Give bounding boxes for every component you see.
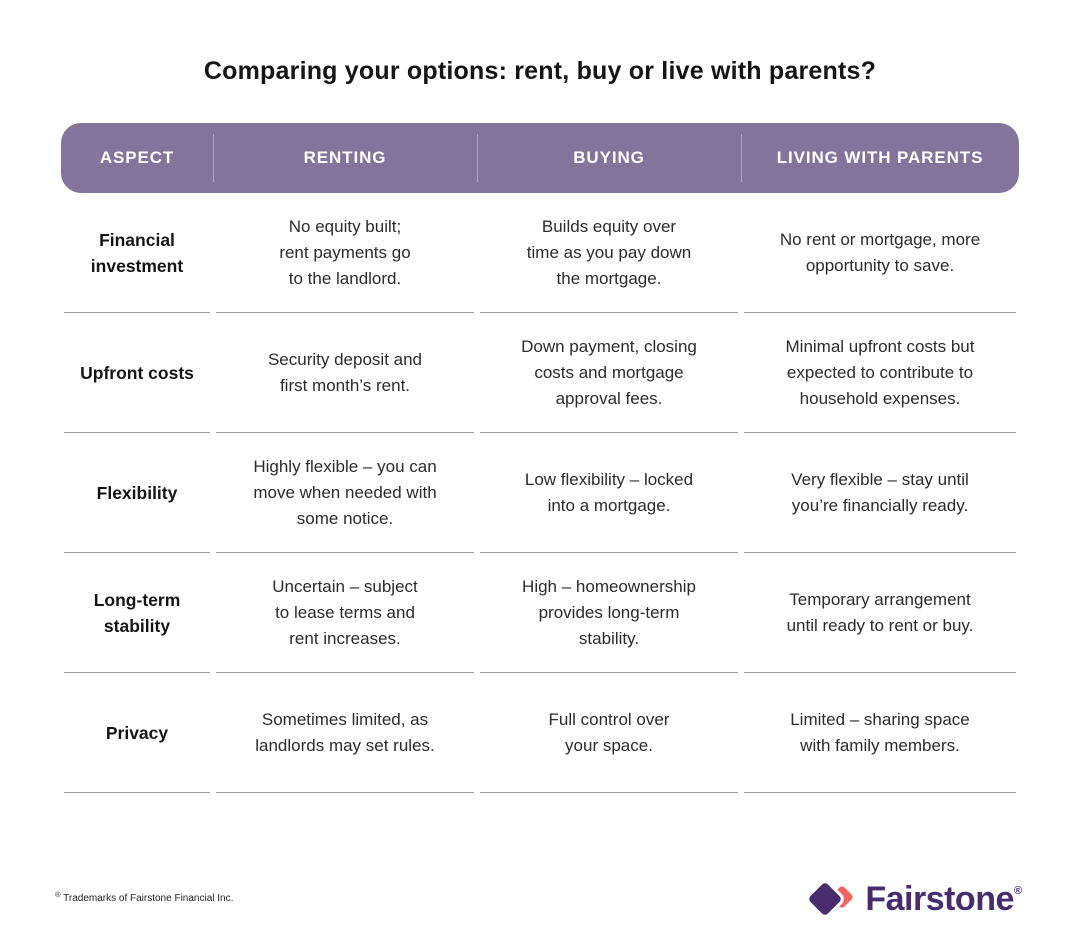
renting-cell: Security deposit and first month’s rent.	[213, 313, 477, 433]
column-header-renting: RENTING	[213, 123, 477, 193]
aspect-label: Flexibility	[61, 433, 213, 553]
table-row-financial-investment: Financial investment No equity built; re…	[61, 193, 1019, 313]
aspect-label: Long-term stability	[61, 553, 213, 673]
aspect-label: Financial investment	[61, 193, 213, 313]
column-header-living-with-parents: LIVING WITH PARENTS	[741, 123, 1019, 193]
table-row-long-term-stability: Long-term stability Uncertain – subject …	[61, 553, 1019, 673]
renting-cell: No equity built; rent payments go to the…	[213, 193, 477, 313]
table-row-flexibility: Flexibility Highly flexible – you can mo…	[61, 433, 1019, 553]
buying-cell: Low flexibility – locked into a mortgage…	[477, 433, 741, 553]
fairstone-logo: Fairstone®	[805, 876, 1022, 922]
parents-cell: No rent or mortgage, more opportunity to…	[741, 193, 1019, 313]
parents-cell: Very flexible – stay until you’re financ…	[741, 433, 1019, 553]
aspect-label: Privacy	[61, 673, 213, 793]
trademark-text: Trademarks of Fairstone Financial Inc.	[60, 893, 234, 904]
fairstone-wordmark: Fairstone®	[865, 882, 1022, 916]
column-header-buying: BUYING	[477, 123, 741, 193]
registered-symbol: ®	[55, 890, 61, 899]
buying-cell: High – homeownership provides long-term …	[477, 553, 741, 673]
parents-cell: Temporary arrangement until ready to ren…	[741, 553, 1019, 673]
parents-cell: Limited – sharing space with family memb…	[741, 673, 1019, 793]
parents-cell: Minimal upfront costs but expected to co…	[741, 313, 1019, 433]
brand-name-text: Fairstone	[865, 880, 1014, 918]
column-header-aspect: ASPECT	[99, 148, 175, 167]
table-header-row: ASPECT RENTING BUYING LIVING WITH PARENT…	[61, 123, 1019, 193]
renting-cell: Uncertain – subject to lease terms and r…	[213, 553, 477, 673]
trademark-notice: ® Trademarks of Fairstone Financial Inc.	[55, 890, 233, 904]
renting-cell: Highly flexible – you can move when need…	[213, 433, 477, 553]
table-row-privacy: Privacy Sometimes limited, as landlords …	[61, 673, 1019, 793]
brand-registered-symbol: ®	[1013, 885, 1022, 897]
buying-cell: Builds equity over time as you pay down …	[477, 193, 741, 313]
buying-cell: Down payment, closing costs and mortgage…	[477, 313, 741, 433]
aspect-label: Upfront costs	[61, 313, 213, 433]
fairstone-diamond-icon	[806, 880, 853, 918]
page-title: Comparing your options: rent, buy or liv…	[203, 57, 877, 85]
table-row-upfront-costs: Upfront costs Security deposit and first…	[61, 313, 1019, 433]
renting-cell: Sometimes limited, as landlords may set …	[213, 673, 477, 793]
buying-cell: Full control over your space.	[477, 673, 741, 793]
comparison-table: ASPECT RENTING BUYING LIVING WITH PARENT…	[61, 123, 1019, 793]
